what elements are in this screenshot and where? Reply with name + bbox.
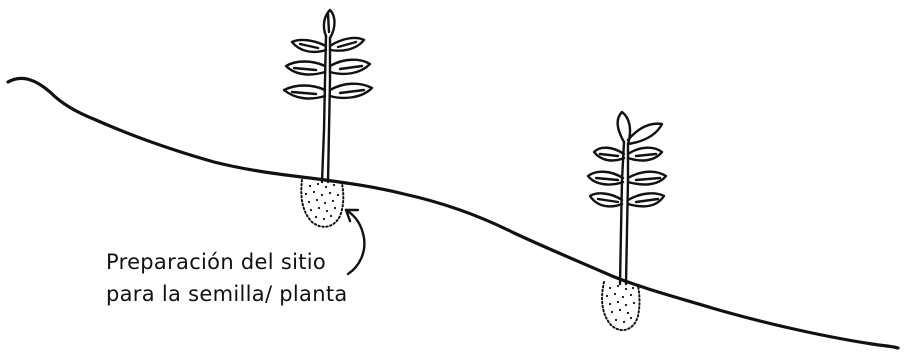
- seedling-lower: [588, 112, 666, 284]
- seedling-upper: [284, 10, 372, 182]
- caption-line-2: para la semilla/ planta: [106, 278, 366, 310]
- prepared-soil-upper: [301, 180, 343, 227]
- site-preparation-caption: Preparación del sitio para la semilla/ p…: [106, 246, 366, 310]
- caption-line-1: Preparación del sitio: [106, 246, 366, 278]
- prepared-soil-lower: [602, 282, 639, 330]
